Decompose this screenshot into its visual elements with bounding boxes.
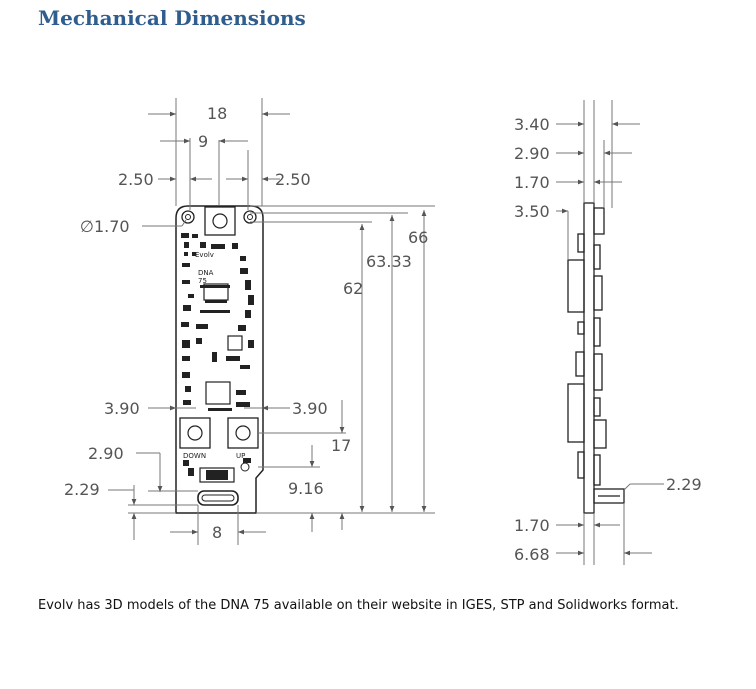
dim-button-left: 3.90	[104, 399, 140, 418]
dim-2-90-left: 2.90	[88, 444, 124, 463]
component-cluster	[181, 233, 254, 476]
dim-offset-right: 2.50	[275, 170, 311, 189]
side-view	[567, 202, 625, 514]
side-dim-1-70-bottom: 1.70	[514, 516, 550, 535]
board-label-down: DOWN	[183, 452, 206, 460]
side-dim-2-29: 2.29	[666, 475, 702, 494]
board-label-dna: DNA	[198, 269, 214, 277]
board-label-75: 75	[198, 277, 207, 285]
dim-width-9: 9	[198, 132, 208, 151]
fire-button	[204, 206, 236, 236]
mount-hole-right	[243, 210, 257, 224]
side-dim-3-50: 3.50	[514, 202, 550, 221]
mount-hole-left	[181, 210, 195, 224]
dim-height-17: 17	[331, 436, 351, 455]
dim-width-18: 18	[207, 104, 227, 123]
dim-width-8: 8	[212, 523, 222, 542]
side-dim-1-70-top: 1.70	[514, 173, 550, 192]
dim-hole-diameter: ∅1.70	[80, 217, 130, 236]
dim-height-9-16: 9.16	[288, 479, 324, 498]
pcb-edge	[583, 202, 595, 514]
page-heading: Mechanical Dimensions	[38, 6, 306, 30]
small-hole	[240, 462, 250, 472]
side-dim-6-68: 6.68	[514, 545, 550, 564]
usb-port	[197, 490, 239, 506]
dim-2-29-left: 2.29	[64, 480, 100, 499]
side-dim-3-40: 3.40	[514, 115, 550, 134]
dim-height-62: 62	[343, 279, 363, 298]
board-label-evolv: Evolv	[195, 251, 214, 259]
side-dim-2-90: 2.90	[514, 144, 550, 163]
dim-height-63-33: 63.33	[366, 252, 412, 271]
front-view: Evolv DNA 75 DOWN UP	[175, 205, 264, 514]
board-label-up: UP	[236, 452, 245, 460]
dim-offset-left: 2.50	[118, 170, 154, 189]
page-caption: Evolv has 3D models of the DNA 75 availa…	[38, 598, 679, 613]
down-button	[179, 417, 211, 449]
dim-height-66: 66	[408, 228, 428, 247]
up-button	[227, 417, 259, 449]
dim-button-right: 3.90	[292, 399, 328, 418]
usb-connector-side	[593, 488, 625, 504]
